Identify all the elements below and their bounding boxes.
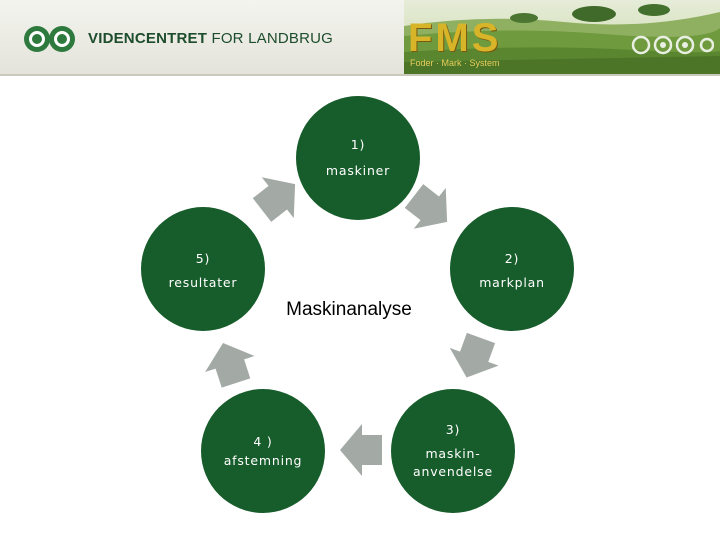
node-1-number: 1) [350,137,366,152]
node-3-maskinanvendelse: 3) maskin- anvendelse [391,389,515,513]
header-divider [0,74,720,76]
brand-name: VIDENCENTRET FOR LANDBRUG [88,30,333,47]
node-4-number: 4 ) [253,434,273,449]
node-3-label: maskin- [425,446,481,461]
node-5-number: 5) [195,251,211,266]
node-3-number: 3) [445,422,461,437]
node-1-label: maskiner [325,163,391,178]
center-label: Maskinanalyse [286,299,412,320]
field-photo-banner [404,0,720,74]
arrow-4-to-5-icon [205,343,255,388]
node-2-markplan: 2) markplan [450,207,574,331]
brand-name-regular: FOR LANDBRUG [211,30,334,47]
rings-icon [631,35,714,55]
cycle-diagram: 1) maskiner 2) markplan 3) maskin- anven… [0,76,720,540]
arrow-3-to-4-icon [340,424,382,476]
arrow-5-to-1-icon [252,177,296,222]
brand-name-bold: VIDENCENTRET [88,30,208,47]
node-3-label-line2: anvendelse [413,464,493,479]
node-2-number: 2) [504,251,520,266]
arrow-1-to-2-icon [404,184,448,229]
fms-subtitle: Foder · Mark · System [410,58,500,68]
cycle-arrows [205,177,499,476]
fms-title: FMS [408,16,502,60]
node-5-resultater: 5) resultater [141,207,265,331]
node-5-label: resultater [168,275,238,290]
node-1-maskiner: 1) maskiner [296,96,420,220]
videncentret-logo-icon [24,26,75,52]
node-4-label: afstemning [223,453,303,468]
header-bar: VIDENCENTRET FOR LANDBRUG FMS Foder · Ma… [0,0,720,76]
node-2-label: markplan [479,275,545,290]
node-4-afstemning: 4 ) afstemning [201,389,325,513]
arrow-2-to-3-icon [449,332,499,378]
